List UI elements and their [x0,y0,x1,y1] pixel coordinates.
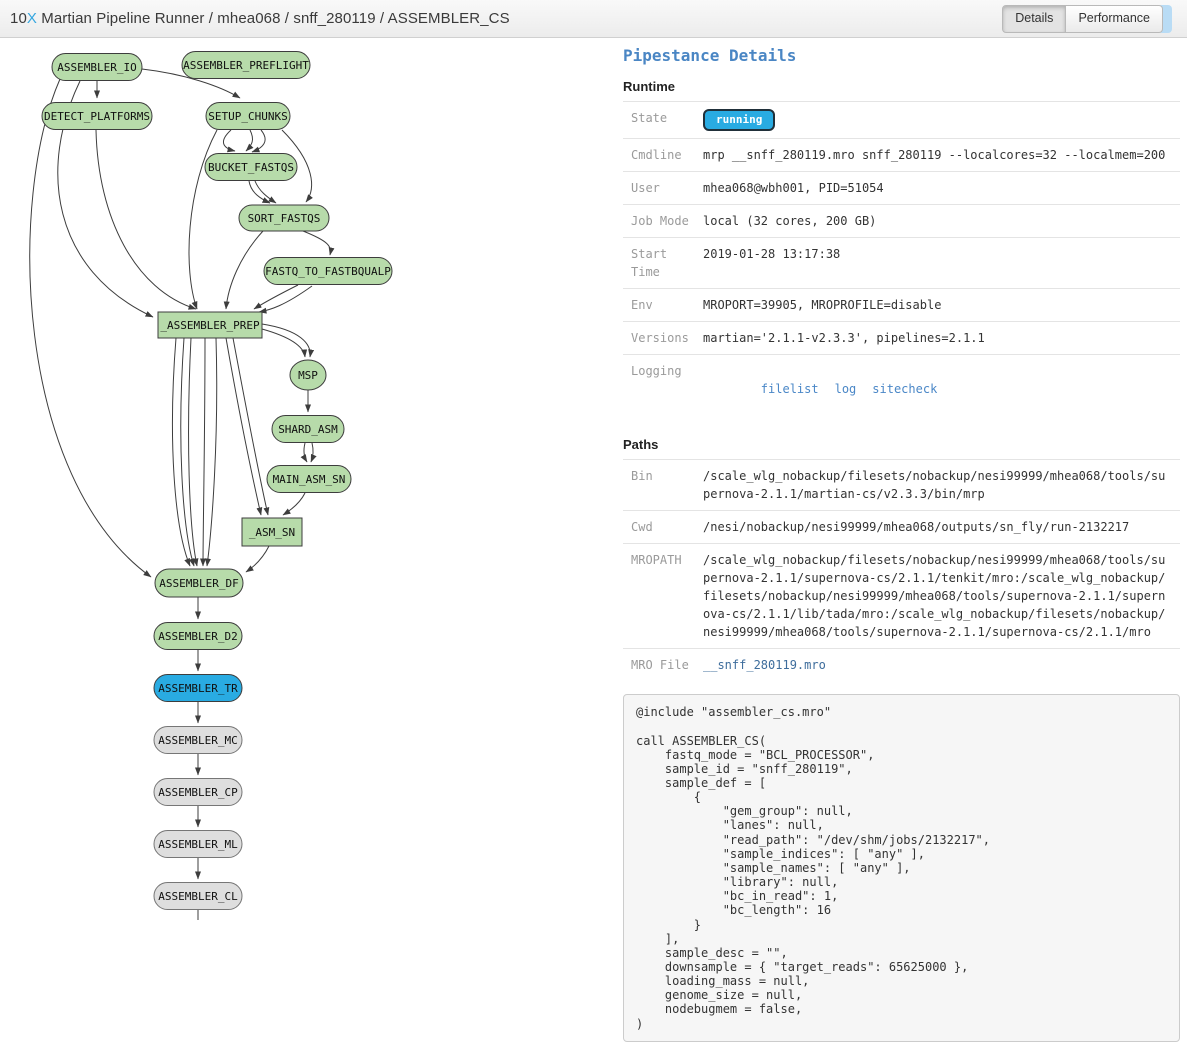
top-navbar: 10X Martian Pipeline Runner / mhea068 / … [0,0,1187,38]
mro-file-link[interactable]: __snff_280119.mro [703,658,826,673]
row-label: MROPATH [631,553,682,568]
runtime-table: State running Cmdline mrp __snff_280119.… [623,101,1180,423]
row-label: Bin [631,469,653,484]
table-row-bin: Bin /scale_wlg_nobackup/filesets/nobacku… [623,459,1180,510]
table-row-env: Env MROPORT=39905, MROPROFILE=disable [623,288,1180,321]
graph-node-assembler-d2[interactable]: ASSEMBLER_D2 [153,622,243,650]
runtime-heading: Runtime [623,79,675,94]
graph-node-shard-asm[interactable]: SHARD_ASM [271,415,345,443]
pipeline-graph: ASSEMBLER_IO ASSEMBLER_PREFLIGHT DETECT_… [0,38,620,920]
graph-node-assembler-ml[interactable]: ASSEMBLER_ML [153,830,243,858]
table-row-user: User mhea068@wbh001, PID=51054 [623,171,1180,204]
graph-node-assembler-mc[interactable]: ASSEMBLER_MC [153,726,243,754]
graph-node-setup-chunks[interactable]: SETUP_CHUNKS [205,102,291,130]
page-title: Pipestance Details [623,46,797,65]
row-value: MROPORT=39905, MROPROFILE=disable [703,298,942,313]
row-label: Cmdline [631,148,682,163]
graph-node-asm-sn[interactable]: _ASM_SN [241,517,303,547]
graph-node-assembler-cp[interactable]: ASSEMBLER_CP [153,778,243,806]
graph-node-assembler-prep[interactable]: _ASSEMBLER_PREP [157,311,263,339]
table-row-versions: Versions martian='2.1.1-v2.3.3', pipelin… [623,321,1180,354]
row-label: State [631,111,668,125]
table-row-cmdline: Cmdline mrp __snff_280119.mro snff_28011… [623,138,1180,171]
row-value: martian='2.1.1-v2.3.3', pipelines=2.1.1 [703,331,985,346]
row-label: Start Time [631,247,668,280]
view-tab-group: Details Performance [1002,4,1172,33]
graph-node-assembler-io[interactable]: ASSEMBLER_IO [51,53,143,81]
graph-node-msp[interactable]: MSP [289,359,327,391]
table-row-mro-file: MRO File __snff_280119.mro [623,648,1180,681]
graph-node-sort-fastqs[interactable]: SORT_FASTQS [238,204,330,232]
table-row-state: State running [623,101,1180,138]
table-row-start-time: Start Time 2019-01-28 13:17:38 [623,237,1180,288]
sitecheck-link[interactable]: sitecheck [872,382,938,397]
graph-edges [29,68,335,920]
graph-node-bucket-fastqs[interactable]: BUCKET_FASTQS [204,153,298,181]
app-breadcrumb-title: 10X Martian Pipeline Runner / mhea068 / … [10,10,510,27]
tab-performance[interactable]: Performance [1066,4,1163,33]
table-row-mropath: MROPATH /scale_wlg_nobackup/filesets/nob… [623,543,1180,648]
graph-node-fastq-to-fastbqualp[interactable]: FASTQ_TO_FASTBQUALP [263,257,393,285]
mro-code-block: @include "assembler_cs.mro" call ASSEMBL… [623,694,1180,1042]
row-label: Env [631,298,653,313]
row-value: /scale_wlg_nobackup/filesets/nobackup/ne… [703,553,1166,640]
brand-x: X [26,10,37,27]
graph-node-assembler-tr[interactable]: ASSEMBLER_TR [153,674,243,702]
row-label: Cwd [631,520,653,535]
table-row-logging: Logging filelist log sitecheck [623,354,1180,423]
row-value: mhea068@wbh001, PID=51054 [703,181,884,196]
graph-node-assembler-df[interactable]: ASSEMBLER_DF [154,568,244,598]
log-link[interactable]: log [834,382,857,397]
paths-heading: Paths [623,437,659,453]
row-value: /scale_wlg_nobackup/filesets/nobackup/ne… [703,469,1166,502]
table-row-job-mode: Job Mode local (32 cores, 200 GB) [623,204,1180,237]
row-value: local (32 cores, 200 GB) [703,214,877,229]
table-row-cwd: Cwd /nesi/nobackup/nesi99999/mhea068/out… [623,510,1180,543]
breadcrumb-text: Martian Pipeline Runner / mhea068 / snff… [37,10,510,27]
row-label: MRO File [631,658,689,673]
row-value: mrp __snff_280119.mro snff_280119 --loca… [703,148,1166,163]
graph-node-assembler-preflight[interactable]: ASSEMBLER_PREFLIGHT [181,51,311,79]
brand-number: 10 [10,10,27,27]
row-label: Job Mode [631,214,689,229]
row-label: Versions [631,331,689,346]
tab-details[interactable]: Details [1002,4,1067,33]
row-label: Logging [631,364,682,379]
row-value: 2019-01-28 13:17:38 [703,247,841,262]
status-badge: running [703,109,776,132]
row-label: User [631,181,660,196]
paths-table: Bin /scale_wlg_nobackup/filesets/nobacku… [623,459,1180,681]
graph-node-assembler-cl[interactable]: ASSEMBLER_CL [153,882,243,910]
filelist-link[interactable]: filelist [760,382,819,397]
graph-node-main-asm-sn[interactable]: MAIN_ASM_SN [266,465,352,493]
graph-node-detect-platforms[interactable]: DETECT_PLATFORMS [41,102,153,130]
row-value: /nesi/nobackup/nesi99999/mhea068/outputs… [703,520,1130,535]
pipestance-details-panel: Pipestance Details Runtime State running… [623,46,1180,1042]
